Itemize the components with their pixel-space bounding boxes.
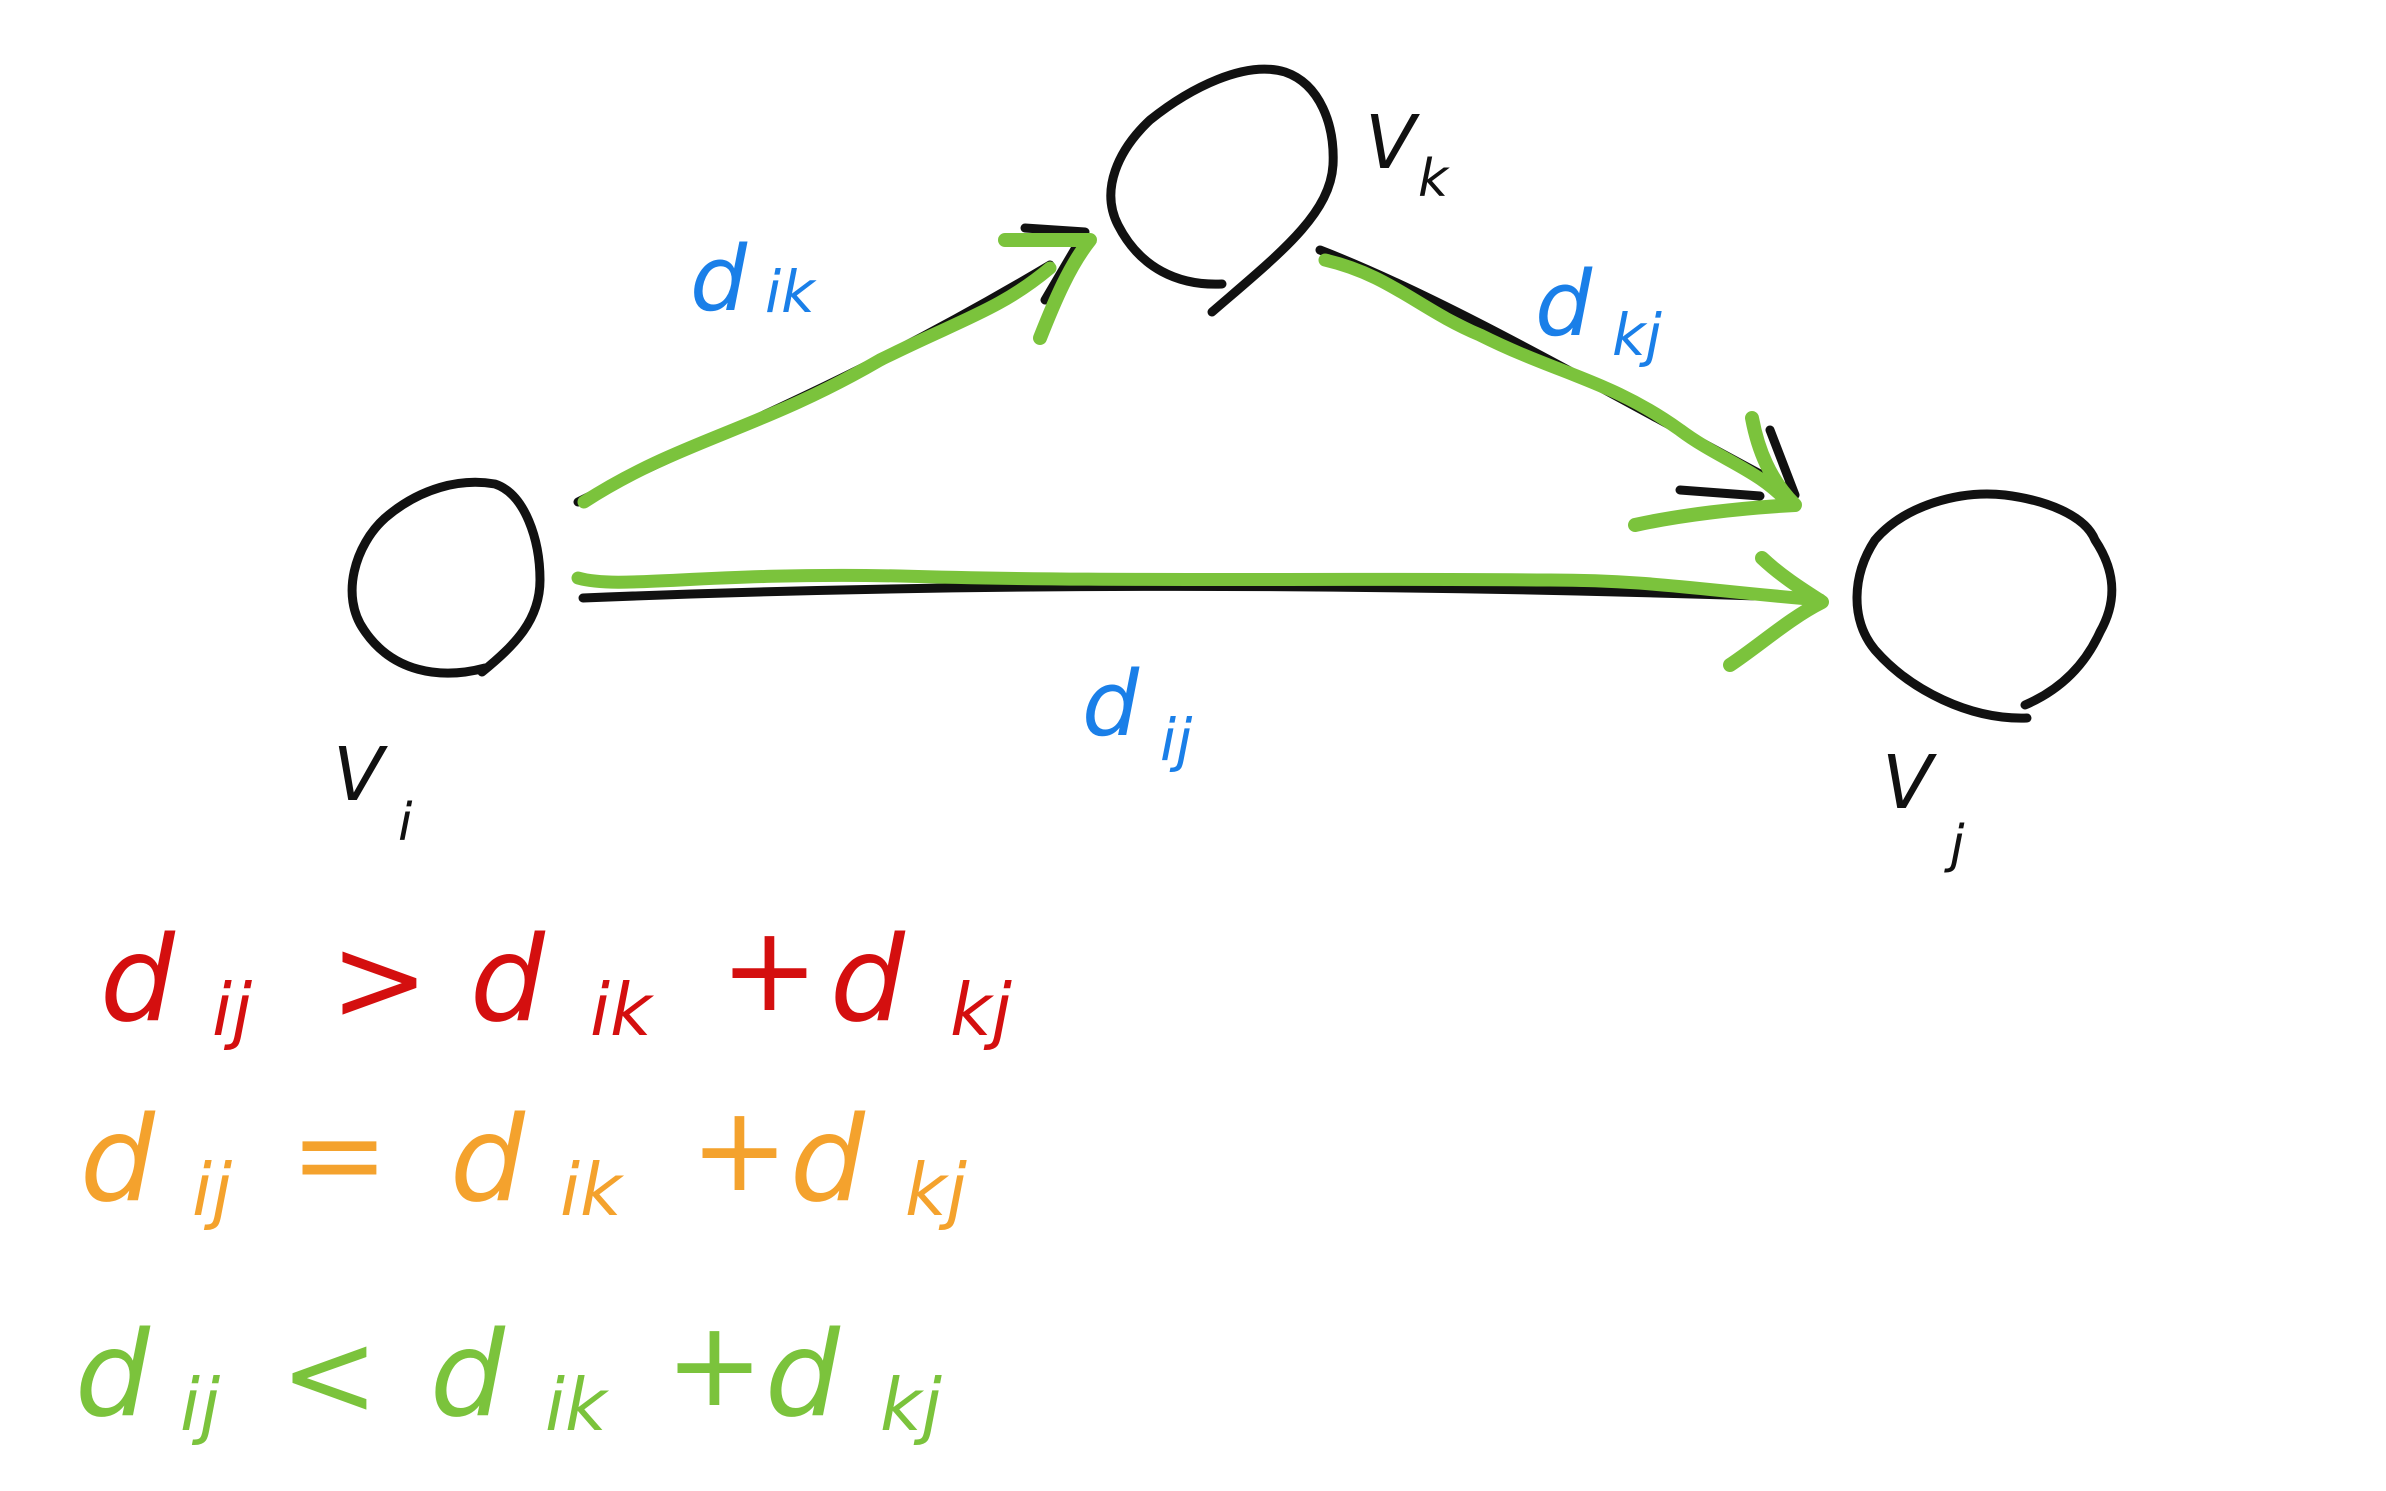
node-vk-circle (1106, 64, 1338, 317)
edge-ik-line-highlight (577, 261, 1057, 509)
eq3-lhs-sub: ij (180, 1363, 220, 1447)
node-vk-label: V k (1365, 100, 1450, 209)
node-vi (347, 477, 545, 678)
edge-ik-label-base: d (690, 227, 748, 332)
edge-kj-arrowhead-highlight (1628, 411, 1802, 532)
node-vi-label: V i (333, 732, 413, 853)
eq1-a: d (470, 910, 546, 1048)
eq1-lhs: d (100, 910, 176, 1048)
edge-kj (1315, 245, 1802, 532)
edge-ij-line-black (578, 581, 1825, 603)
eq3-lhs: d (75, 1305, 151, 1443)
eq3-a: d (430, 1305, 506, 1443)
equation-less: d ij < d ik + d kj (75, 1295, 942, 1447)
eq3-b-sub: kj (880, 1363, 942, 1447)
node-vj-label: V j (1882, 740, 1965, 875)
eq1-lhs-sub: ij (212, 968, 252, 1052)
edge-ij-label-sub: ij (1160, 706, 1193, 774)
eq2-b-sub: kj (905, 1148, 967, 1232)
eq2-operator: = (290, 1085, 389, 1223)
edge-ik-arrowhead-highlight (998, 233, 1097, 345)
node-vk-label-base: V (1365, 100, 1420, 186)
edge-kj-label-sub: kj (1612, 301, 1663, 369)
edge-ik-arrowhead-black (1020, 223, 1090, 305)
eq2-plus: + (690, 1080, 789, 1218)
edge-ik-label-sub: ik (765, 258, 817, 326)
node-vj (1852, 489, 2117, 723)
eq1-b: d (830, 910, 906, 1048)
eq3-operator: < (280, 1305, 379, 1443)
node-vj-circle (1852, 489, 2117, 723)
edge-kj-label: d kj (1535, 252, 1663, 369)
eq3-b: d (765, 1305, 841, 1443)
eq1-plus: + (720, 900, 819, 1038)
eq1-operator: > (330, 910, 429, 1048)
eq2-lhs-sub: ij (192, 1148, 232, 1232)
eq2-b: d (790, 1090, 866, 1228)
edge-ij-label: d ij (1082, 652, 1193, 774)
node-vj-label-base: V (1882, 740, 1937, 826)
eq2-a: d (450, 1090, 526, 1228)
edge-ij-arrowhead-highlight (1723, 551, 1829, 672)
eq3-plus: + (665, 1295, 764, 1433)
node-vi-label-base: V (333, 732, 388, 818)
eq1-b-sub: kj (950, 968, 1012, 1052)
eq1-a-sub: ik (590, 968, 655, 1052)
node-vj-label-sub: j (1944, 815, 1965, 875)
eq2-a-sub: ik (560, 1148, 625, 1232)
node-vi-circle (347, 477, 545, 678)
edge-ij-label-base: d (1082, 652, 1140, 757)
node-vk (1106, 64, 1338, 317)
edge-ik (573, 223, 1097, 509)
node-vi-label-sub: i (398, 793, 413, 853)
equation-equal: d ij = d ik + d kj (80, 1080, 967, 1232)
node-vk-label-sub: k (1418, 149, 1450, 209)
edge-ij (571, 551, 1829, 672)
edge-kj-label-base: d (1535, 252, 1593, 357)
equation-greater: d ij > d ik + d kj (100, 900, 1012, 1052)
eq2-lhs: d (80, 1090, 156, 1228)
eq3-a-sub: ik (545, 1363, 610, 1447)
edge-kj-line-highlight (1318, 253, 1797, 512)
edge-ik-label: d ik (690, 227, 817, 332)
edge-ij-line-highlight (571, 568, 1827, 607)
edge-kj-arrowhead-black (1675, 425, 1800, 501)
